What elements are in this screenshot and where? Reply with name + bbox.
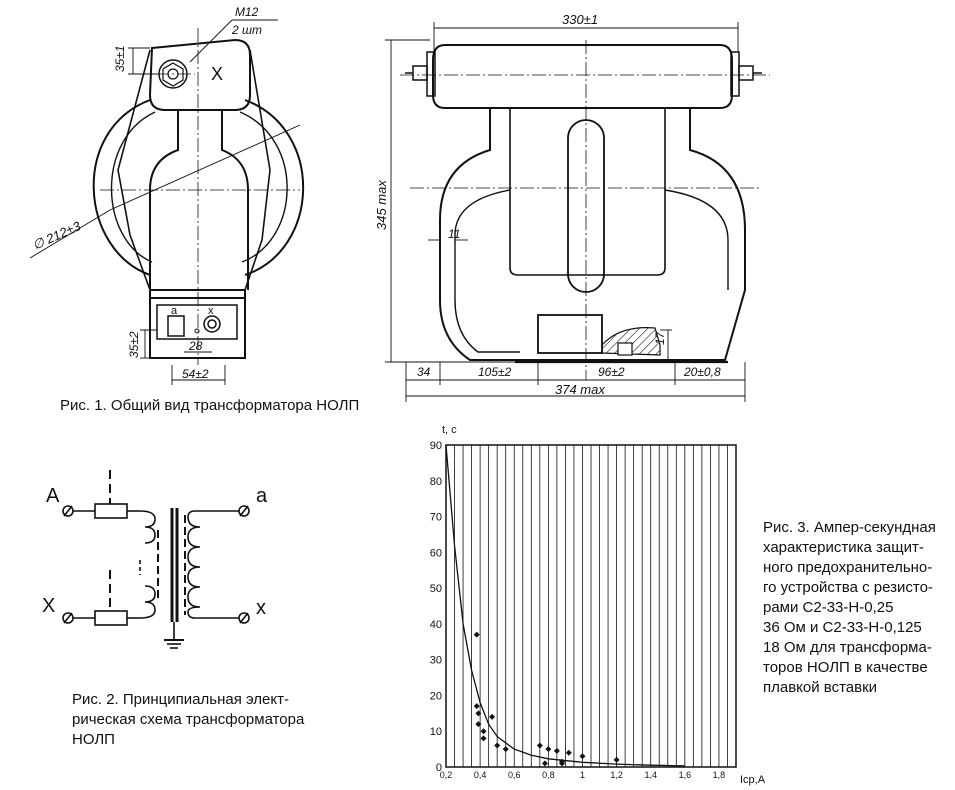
top-bar	[432, 44, 733, 109]
secondary-coil	[187, 510, 240, 619]
ring-outline	[92, 99, 151, 276]
data-point	[502, 746, 509, 753]
data-point	[613, 756, 620, 763]
data-point	[494, 742, 501, 749]
y-tick-label: 20	[430, 690, 442, 702]
primary-coil	[139, 510, 156, 619]
dim-35-bottom: 35±2	[127, 331, 141, 358]
dim-34: 34	[417, 365, 431, 379]
data-point	[579, 753, 586, 760]
hatched-section	[601, 327, 661, 356]
y-tick-label: 40	[430, 619, 442, 631]
dim-m12: М12	[235, 5, 259, 19]
x-tick-label: 0,8	[542, 770, 555, 780]
terminal-x-label: x	[208, 305, 214, 317]
data-points	[473, 631, 620, 767]
terminal-a-label: a	[171, 305, 178, 317]
label-a: a	[256, 485, 268, 507]
dim-374: 374 max	[555, 382, 605, 397]
x-axis-label: Iср,A	[740, 774, 766, 786]
fuse-top	[94, 503, 128, 519]
fig3-chart: 0,2 0,4 0,6 0,8 1 1,2 1,4 1,6 1,8 0 10 20 30 40 50 60 7…	[430, 424, 766, 786]
data-point	[473, 631, 480, 638]
x-tick-label: 0,6	[508, 770, 521, 780]
dim-11: 11	[448, 227, 460, 241]
dim-35-top: 35±1	[113, 45, 127, 72]
x-tick-label: 0,4	[474, 770, 487, 780]
data-point	[553, 747, 560, 754]
y-tick-label: 80	[430, 476, 442, 488]
fig1-left-view	[92, 38, 305, 359]
dim-2sht: 2 шт	[231, 23, 262, 37]
fig1-right-centerlines	[400, 40, 770, 380]
x-tick-label: 1,2	[610, 770, 623, 780]
label-A: A	[46, 485, 60, 507]
label-X: X	[42, 595, 55, 617]
fig2-caption: Рис. 2. Принципиальная элект- рическая с…	[72, 691, 305, 748]
dim-diameter: ∅ 212±3	[30, 218, 83, 253]
fig2-schematic	[68, 470, 240, 649]
data-point	[489, 713, 496, 720]
y-tick-label: 90	[430, 440, 442, 452]
body-outer	[439, 108, 746, 361]
y-tick-label: 0	[436, 762, 442, 774]
y-tick-label: 30	[430, 655, 442, 667]
dim-54: 54±2	[182, 367, 209, 381]
label-x: x	[256, 597, 266, 619]
neck	[149, 110, 249, 290]
dim-330: 330±1	[562, 12, 598, 27]
y-tick-label: 10	[430, 726, 442, 738]
fuse-bottom	[94, 610, 128, 626]
data-point	[536, 742, 543, 749]
mark-x: X	[211, 64, 223, 84]
x-tick-label: 1	[580, 770, 585, 780]
data-point	[559, 758, 565, 765]
fig1-left-centerlines	[100, 28, 300, 365]
x-tick-labels: 0,2 0,4 0,6 0,8 1 1,2 1,4 1,6 1,8	[440, 770, 725, 780]
base	[149, 289, 246, 359]
data-point	[545, 746, 552, 753]
dim-20: 20±0,8	[683, 365, 721, 379]
x-tick-label: 1,8	[713, 770, 726, 780]
data-point	[480, 728, 487, 735]
fit-curve	[445, 444, 685, 767]
x-tick-label: 1,4	[644, 770, 657, 780]
bottom-box	[537, 314, 603, 354]
fig1-right-dims	[385, 22, 746, 402]
dim-96: 96±2	[598, 365, 625, 379]
fig2-labels: A X a x	[42, 485, 268, 619]
data-point	[475, 721, 482, 728]
y-tick-label: 70	[430, 512, 442, 524]
dim-105: 105±2	[478, 365, 512, 379]
data-point	[480, 735, 487, 742]
y-tick-labels: 0 10 20 30 40 50 60 70 80 90	[430, 440, 442, 774]
data-point	[541, 760, 548, 767]
dim-17: 17	[653, 330, 667, 345]
top-head	[148, 38, 251, 111]
data-point	[475, 710, 482, 717]
y-tick-label: 60	[430, 547, 442, 559]
dim-345: 345 max	[374, 180, 389, 230]
y-tick-label: 50	[430, 583, 442, 595]
fig1-right-labels: 330±1 345 max 11 17 34 105±2 96±2 20±0,8…	[374, 12, 721, 397]
data-point	[473, 703, 480, 710]
fig1-caption: Рис. 1. Общий вид трансформатора НОЛП	[60, 397, 360, 414]
fig3-caption: Рис. 3. Ампер-секундная характеристика з…	[763, 519, 936, 696]
fig1-left-labels: М12 2 шт 35±1 ∅ 212±3 35±2 28 54±2 a x X	[30, 5, 262, 381]
data-point	[565, 749, 572, 756]
x-tick-label: 0,2	[440, 770, 453, 780]
fig2-terminals	[62, 505, 250, 624]
fig1-right-view	[405, 44, 762, 364]
fig1-left-dims	[29, 19, 301, 385]
dim-28: 28	[188, 339, 203, 353]
y-axis-label: t, c	[442, 424, 457, 436]
x-tick-label: 1,6	[679, 770, 692, 780]
vertical-grid	[454, 445, 728, 767]
